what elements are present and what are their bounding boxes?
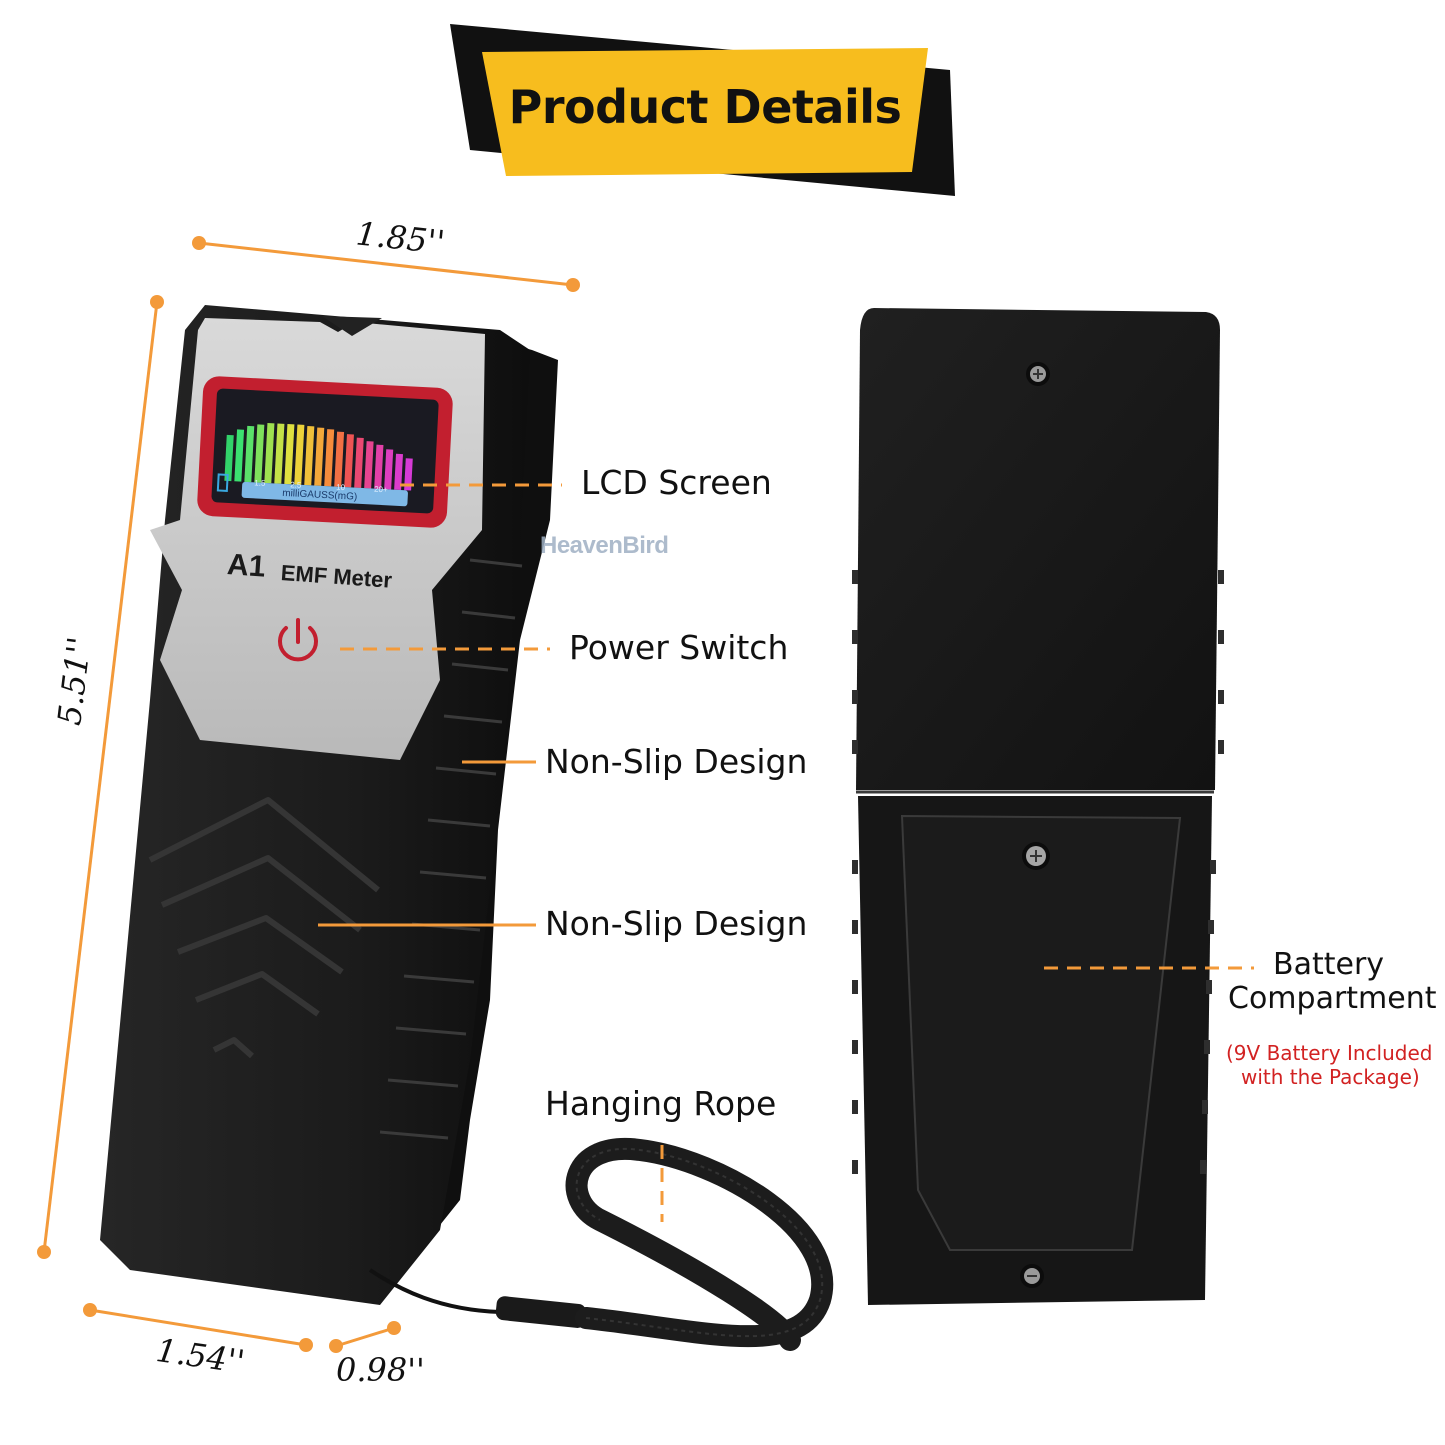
dim-top-dot-left [192, 236, 206, 250]
dim-bottom-dot-left [83, 1303, 97, 1317]
dimension-lines [37, 236, 580, 1353]
hanging-rope-label: Hanging Rope [545, 1084, 777, 1123]
battery-note-line1: (9V Battery Included [1226, 1041, 1433, 1065]
dim-top-width-label: 1.85'' [354, 214, 447, 262]
device-top-notch [322, 316, 382, 336]
battery-label-line1: Battery [1273, 947, 1385, 982]
dim-depth-dot-right [387, 1321, 401, 1335]
lcd-screen-label: LCD Screen [581, 463, 772, 502]
non-slip-label-2: Non-Slip Design [545, 904, 808, 943]
dim-depth-dot-left [329, 1339, 343, 1353]
screw-icon [1020, 1264, 1044, 1288]
lcd-unit-label: milliGAUSS(mG) [282, 488, 357, 503]
lcd-tick-label: 10 [336, 483, 346, 492]
lcd-tick-label: 1.5 [254, 478, 266, 488]
dim-height-line [42, 301, 159, 1253]
dim-bottom-dot-right [299, 1338, 313, 1352]
screw-icon [1022, 842, 1050, 870]
back-upper-panel [856, 308, 1220, 790]
dim-bottom-line [89, 1308, 307, 1347]
dim-height-dot-bottom [37, 1245, 51, 1259]
dim-top-dot-right [566, 278, 580, 292]
banner-yellow-band [482, 48, 928, 176]
power-button-icon [278, 618, 318, 662]
dim-height-label: 5.51'' [50, 634, 99, 728]
dim-top-line [198, 241, 574, 287]
battery-label-line2: Compartment [1228, 981, 1437, 1016]
battery-cover [900, 814, 1182, 1251]
title-banner [450, 24, 955, 196]
lcd-bar-graph [224, 422, 413, 491]
side-ridges [379, 558, 523, 1140]
battery-note-line2: with the Package) [1241, 1065, 1420, 1089]
back-side-ridges [852, 570, 1224, 1174]
dim-height-dot-top [150, 295, 164, 309]
brand-watermark: HeavenBird [540, 532, 669, 559]
dim-depth-line [335, 1326, 395, 1348]
front-device: milliGAUSS(mG) 1.5 2.5 10 20+ [100, 305, 834, 1351]
device-model-label: A1 [226, 548, 267, 584]
grip-chevrons [148, 797, 380, 1059]
battery-indicator-icon [216, 473, 229, 492]
dim-depth-label: 0.98'' [336, 1351, 425, 1389]
lcd-scale-strip: milliGAUSS(mG) 1.5 2.5 10 20+ [241, 478, 408, 507]
screw-icon [1026, 362, 1050, 386]
callout-lines [318, 483, 1254, 1222]
power-switch-label: Power Switch [569, 628, 789, 667]
non-slip-label-1: Non-Slip Design [545, 742, 808, 781]
lcd-tick-label: 2.5 [290, 480, 302, 490]
back-device [852, 308, 1224, 1305]
page-title: Product Details [508, 80, 902, 134]
lcd-tick-label: 20+ [374, 485, 388, 495]
